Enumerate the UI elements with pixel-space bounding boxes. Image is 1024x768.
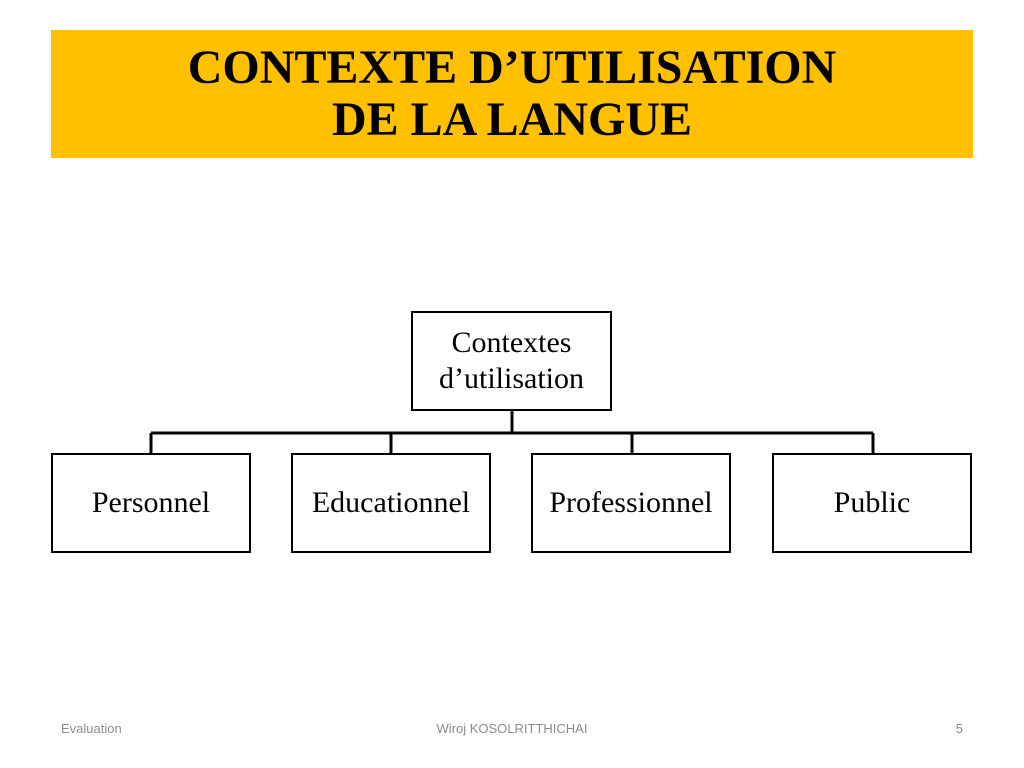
node-personnel: Personnel: [51, 453, 251, 553]
title-banner: CONTEXTE D’UTILISATION DE LA LANGUE: [51, 30, 973, 158]
node-root-line-1: Contextes: [451, 326, 572, 359]
node-educationnel: Educationnel: [291, 453, 491, 553]
node-personnel-label: Personnel: [91, 486, 211, 519]
node-professionnel: Professionnel: [531, 453, 731, 553]
node-public-label: Public: [833, 486, 911, 519]
footer-page-number: 5: [955, 721, 963, 736]
footer-author: Wiroj KOSOLRITTHICHAI: [436, 721, 588, 736]
node-professionnel-label: Professionnel: [549, 486, 713, 519]
node-contextes-utilisation: Contextes d’utilisation: [411, 311, 612, 411]
title-line-2: DE LA LANGUE: [331, 93, 693, 146]
title-line-1: CONTEXTE D’UTILISATION: [187, 41, 837, 94]
node-educationnel-label: Educationnel: [311, 486, 471, 519]
node-root-line-2: d’utilisation: [439, 362, 584, 395]
node-public: Public: [772, 453, 972, 553]
footer-left-text: Evaluation: [61, 721, 122, 736]
